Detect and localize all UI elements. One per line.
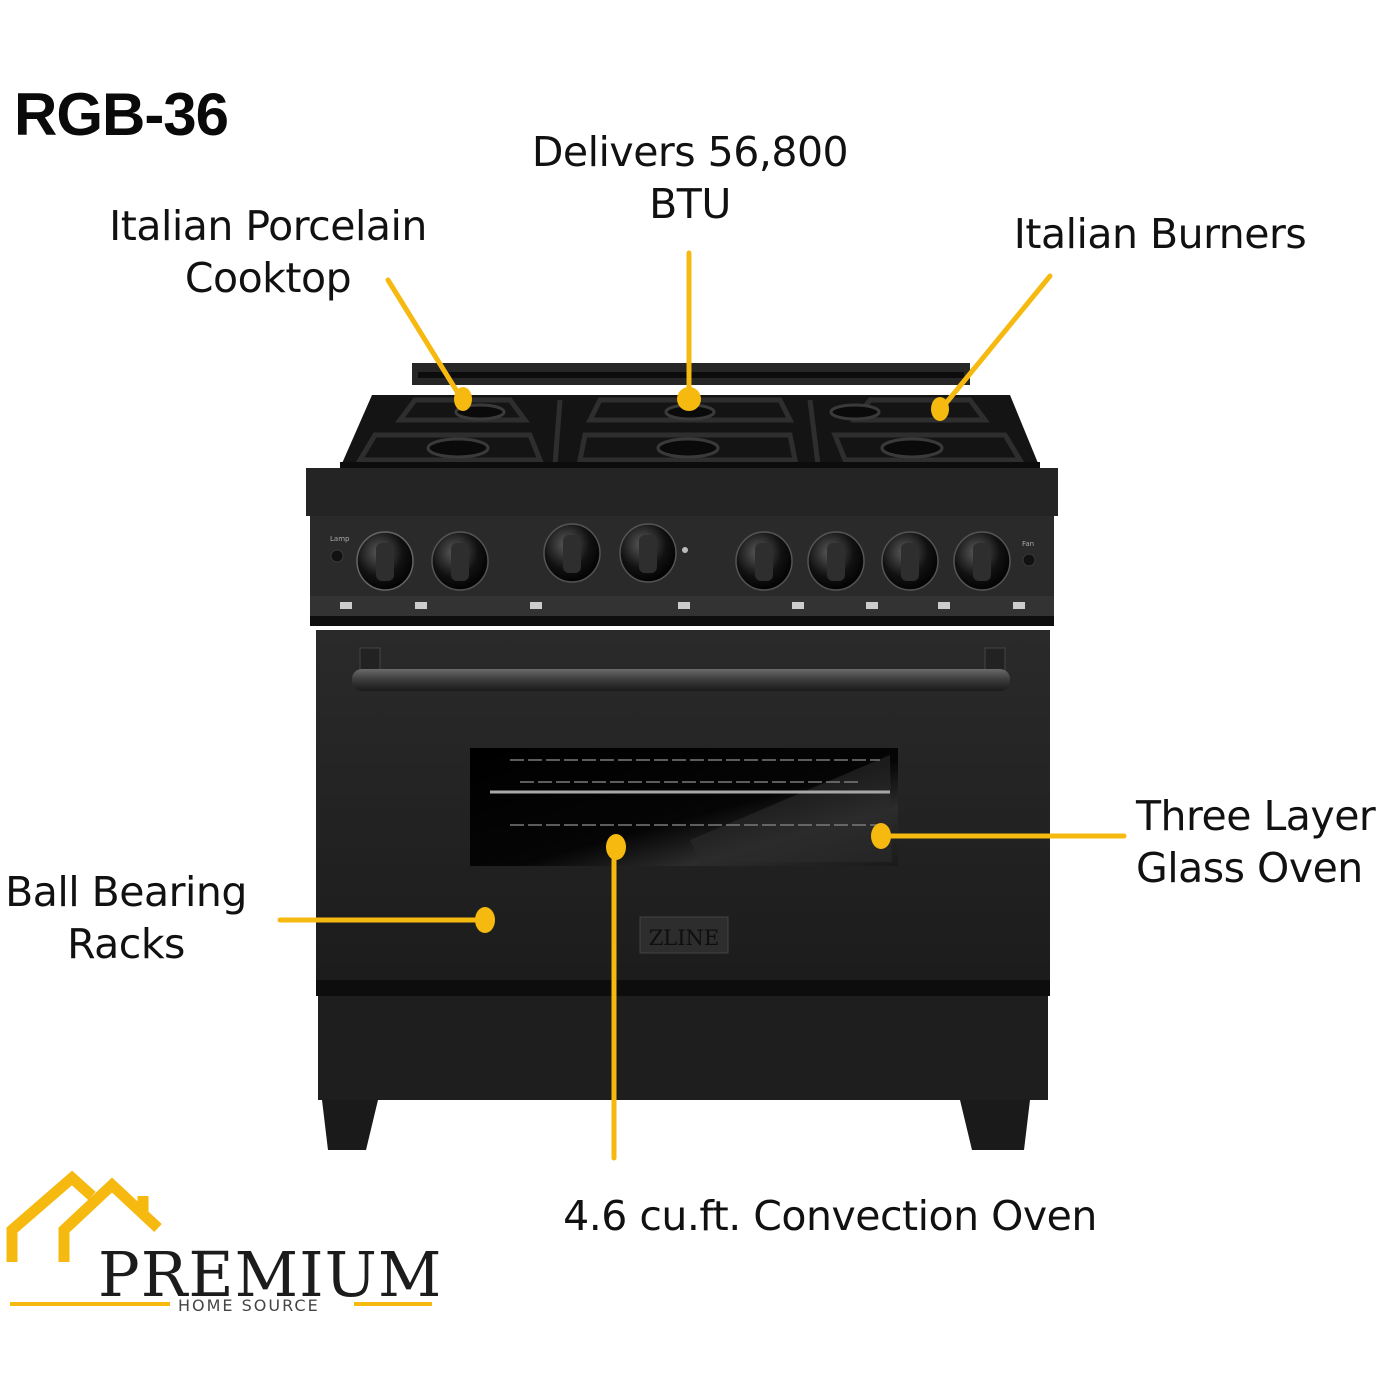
control-panel: Lamp Fan bbox=[310, 516, 1054, 626]
knob[interactable] bbox=[881, 531, 939, 591]
logo-subtitle: HOME SOURCE bbox=[178, 1296, 320, 1315]
knob[interactable] bbox=[431, 531, 489, 591]
indicator-light bbox=[682, 547, 688, 553]
logo-wordmark: PREMIUM bbox=[98, 1238, 443, 1311]
fan-button[interactable] bbox=[1022, 553, 1036, 567]
cooktop-front bbox=[306, 468, 1058, 516]
lamp-button[interactable] bbox=[330, 549, 344, 563]
callout-markers bbox=[277, 250, 1127, 1161]
callout-btu: Delivers 56,800 BTU bbox=[510, 126, 870, 230]
oven-handle[interactable] bbox=[352, 647, 1010, 691]
callout-burners-line1: Italian Burners bbox=[1013, 210, 1307, 258]
storage-drawer bbox=[316, 980, 1050, 1150]
model-title: RGB-36 bbox=[14, 81, 229, 148]
callout-glass-line1: Three Layer bbox=[1136, 792, 1376, 840]
callout-ball-bearing-racks: Ball Bearing Racks bbox=[0, 866, 252, 970]
callout-btu-line1: Delivers 56,800 bbox=[531, 128, 849, 176]
knob[interactable] bbox=[807, 531, 865, 591]
knob[interactable] bbox=[953, 531, 1011, 591]
callout-racks-line2: Racks bbox=[67, 920, 185, 968]
oven-door[interactable]: ZLINE bbox=[316, 630, 1050, 980]
knob[interactable] bbox=[619, 523, 677, 583]
lamp-label: Lamp bbox=[330, 535, 350, 543]
callout-glass-oven: Three Layer Glass Oven bbox=[1136, 790, 1400, 894]
callout-racks-line1: Ball Bearing bbox=[5, 868, 247, 916]
svg-text:ZLINE: ZLINE bbox=[649, 926, 720, 950]
zline-badge: ZLINE bbox=[639, 916, 729, 954]
knob[interactable] bbox=[356, 531, 414, 591]
callout-porcelain-cooktop: Italian Porcelain Cooktop bbox=[88, 200, 448, 304]
knob[interactable] bbox=[543, 523, 601, 583]
callout-porcelain-line2: Cooktop bbox=[184, 254, 352, 302]
premium-home-source-logo bbox=[6, 1170, 432, 1306]
callout-glass-line2: Glass Oven bbox=[1136, 844, 1363, 892]
callout-convection-oven: 4.6 cu.ft. Convection Oven bbox=[520, 1190, 1140, 1242]
callout-convection-line1: 4.6 cu.ft. Convection Oven bbox=[563, 1192, 1097, 1240]
fan-label: Fan bbox=[1022, 540, 1034, 548]
callout-btu-line2: BTU bbox=[649, 180, 731, 228]
house-roof-icon bbox=[6, 1170, 162, 1262]
callout-italian-burners: Italian Burners bbox=[1000, 208, 1320, 260]
knob[interactable] bbox=[735, 531, 793, 591]
callout-porcelain-line1: Italian Porcelain bbox=[109, 202, 427, 250]
